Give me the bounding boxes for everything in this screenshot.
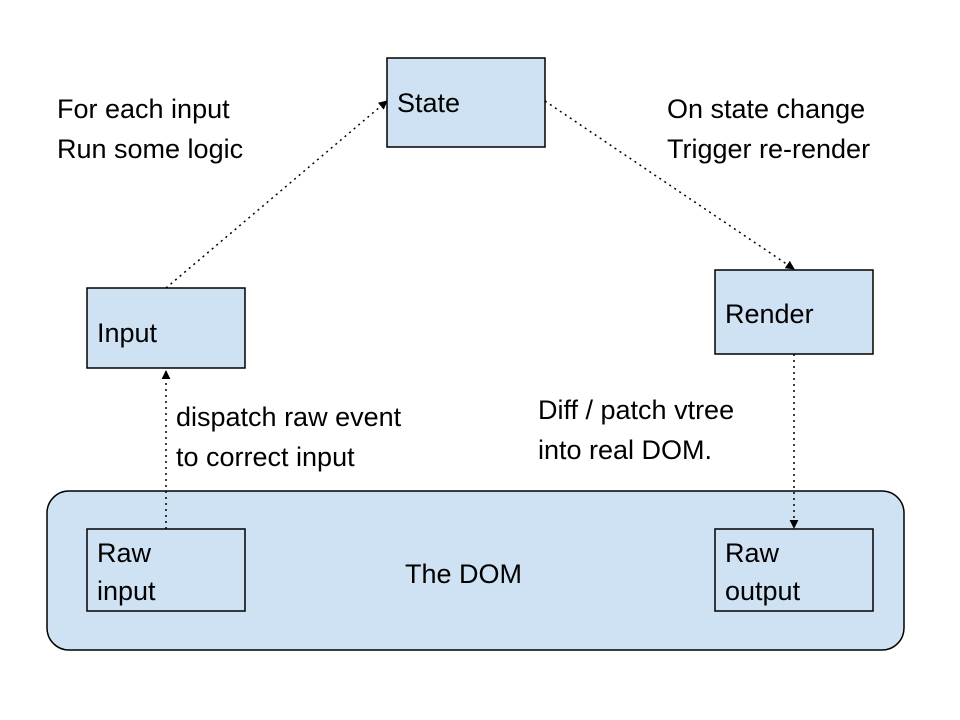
- render-label: Render: [725, 299, 814, 329]
- render-node: Render: [714, 269, 874, 355]
- raw-input-box: [86, 528, 246, 612]
- annotation-raw-to-input-line1: dispatch raw event: [176, 402, 402, 432]
- dom-label: The DOM: [405, 559, 522, 589]
- raw-output-label-line1: Raw: [725, 538, 780, 568]
- annotation-state-to-render-line1: On state change: [667, 94, 865, 124]
- raw-output-box: [714, 528, 874, 612]
- dom-container-box: [46, 490, 905, 651]
- raw-output-label-line2: output: [725, 576, 801, 606]
- state-label: State: [397, 88, 460, 118]
- annotation-input-to-state-line1: For each input: [57, 94, 230, 124]
- annotation-raw-to-input-line2: to correct input: [176, 442, 355, 472]
- input-label: Input: [97, 318, 158, 348]
- raw-input-label-line1: Raw: [97, 538, 152, 568]
- annotation-raw-to-input: dispatch raw event to correct input: [176, 402, 402, 472]
- render-box: [714, 269, 874, 355]
- arrow-state-to-render: [544, 100, 795, 270]
- input-box: [86, 287, 246, 369]
- raw-output-node: Raw output: [714, 528, 874, 612]
- annotation-render-to-output: Diff / patch vtree into real DOM.: [538, 395, 734, 465]
- annotation-render-to-output-line1: Diff / patch vtree: [538, 395, 734, 425]
- annotation-state-to-render: On state change Trigger re-render: [667, 94, 870, 164]
- arrow-input-to-state: [165, 100, 388, 289]
- state-box: [386, 57, 546, 148]
- raw-input-label-line2: input: [97, 576, 156, 606]
- dom-container: The DOM: [46, 490, 905, 651]
- annotation-render-to-output-line2: into real DOM.: [538, 435, 712, 465]
- raw-input-node: Raw input: [86, 528, 246, 612]
- annotation-state-to-render-line2: Trigger re-render: [667, 134, 870, 164]
- input-node: Input: [86, 287, 246, 369]
- annotation-input-to-state: For each input Run some logic: [57, 94, 243, 164]
- state-node: State: [386, 57, 546, 148]
- annotation-input-to-state-line2: Run some logic: [57, 134, 243, 164]
